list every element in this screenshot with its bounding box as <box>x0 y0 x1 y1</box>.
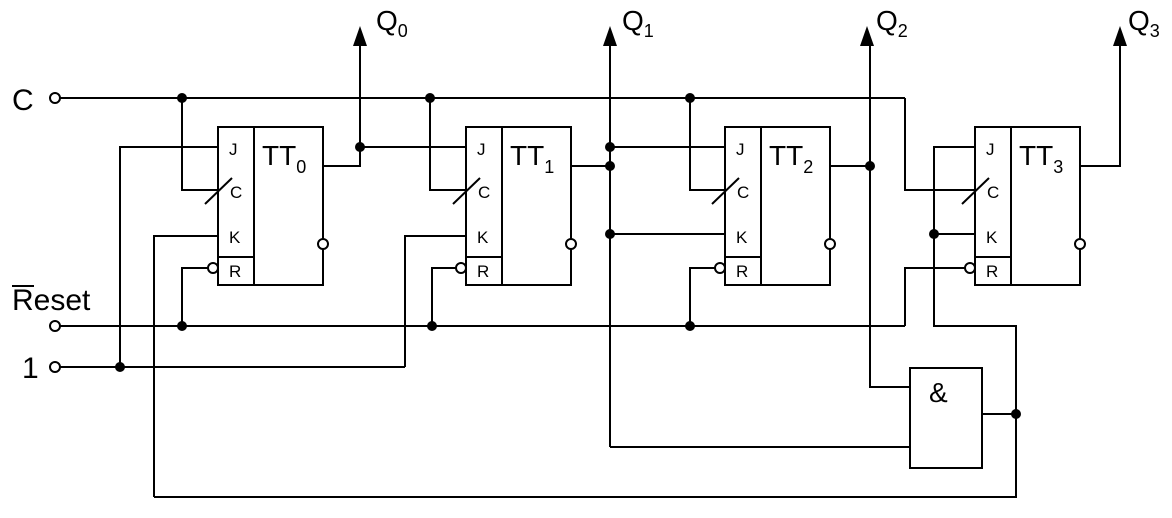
svg-text:C: C <box>478 183 490 202</box>
flipflop-3 <box>961 126 1081 286</box>
pin-labels: J C K R J C K R J C K R J C K R <box>229 140 999 281</box>
svg-text:K: K <box>736 228 748 247</box>
svg-text:J: J <box>986 140 995 159</box>
clock-input-label: C <box>12 84 34 117</box>
output-arrows <box>353 26 1127 46</box>
one-input-label: 1 <box>22 352 39 385</box>
svg-text:K: K <box>986 228 998 247</box>
output-q0-label: Q0 <box>376 5 408 41</box>
flipflop-1-wiring <box>404 40 725 447</box>
output-q2-label: Q2 <box>876 5 908 41</box>
flipflop-0-name: TT0 <box>262 140 306 177</box>
svg-text:K: K <box>477 228 489 247</box>
svg-text:C: C <box>987 183 999 202</box>
flipflop-0 <box>204 126 324 286</box>
svg-text:J: J <box>477 140 486 159</box>
flipflop-3-wiring <box>154 40 1121 498</box>
and-gate-wiring <box>610 413 1016 448</box>
reset-input-terminal <box>49 320 61 332</box>
flipflop-2 <box>711 126 831 286</box>
svg-text:C: C <box>230 183 242 202</box>
flipflop-1 <box>452 126 572 286</box>
svg-text:J: J <box>736 140 745 159</box>
one-input-terminal <box>49 361 61 373</box>
svg-text:K: K <box>229 228 241 247</box>
flipflop-2-wiring <box>689 40 910 388</box>
inverted-outputs <box>317 238 1086 250</box>
flipflop-2-name: TT2 <box>769 140 813 177</box>
and-gate <box>909 367 983 469</box>
svg-text:R: R <box>229 262 241 281</box>
junction-dots <box>115 93 1021 419</box>
reset-input-label: Reset <box>12 284 91 317</box>
flipflop-0-wiring <box>119 40 466 497</box>
clock-input-terminal <box>49 92 61 104</box>
output-q1-label: Q1 <box>622 5 654 41</box>
and-gate-symbol: & <box>929 377 948 408</box>
svg-text:R: R <box>477 262 489 281</box>
svg-text:J: J <box>229 140 238 159</box>
svg-text:R: R <box>736 262 748 281</box>
output-q3-label: Q3 <box>1128 5 1160 41</box>
svg-text:C: C <box>737 183 749 202</box>
flipflop-1-name: TT1 <box>510 140 554 177</box>
svg-text:R: R <box>986 262 998 281</box>
flipflop-3-name: TT3 <box>1019 140 1063 177</box>
reset-inversion-bubbles <box>207 262 976 274</box>
